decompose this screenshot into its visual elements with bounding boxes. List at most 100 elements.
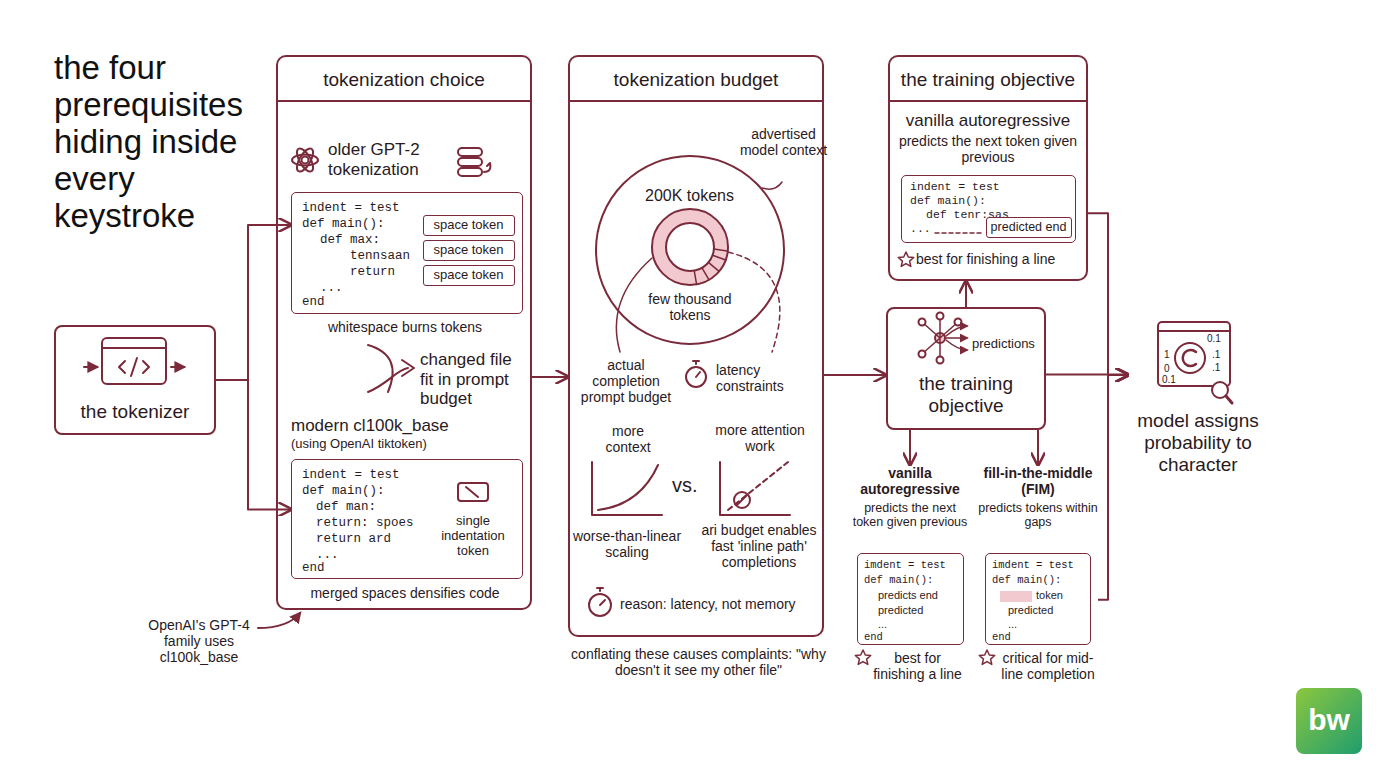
node-text: vanilla autoregressive bbox=[890, 111, 1086, 131]
code-box: indent = testdef main():def tenr:sas...p… bbox=[901, 175, 1076, 243]
openai-logo bbox=[292, 146, 318, 174]
panel: the training objective vanilla autoregres… bbox=[888, 55, 1088, 281]
node-text: the training objective bbox=[892, 373, 1040, 417]
note-label: OpenAI's GPT-4 family uses cl100k_base bbox=[140, 617, 258, 665]
output-node: model assigns probability to character bbox=[1128, 318, 1268, 479]
node-text: indent = test bbox=[302, 201, 400, 215]
prediction-tag: predicted end bbox=[986, 217, 1072, 238]
node-text: space token bbox=[424, 243, 513, 258]
context-ring: 200K tokens few thousand tokens bbox=[595, 155, 785, 345]
node-text: end bbox=[302, 561, 325, 575]
note-label: more context bbox=[588, 423, 668, 455]
note-label: ari budget enables fast 'inline path' co… bbox=[698, 522, 820, 570]
node-text: fill-in-the-middle (FIM) bbox=[978, 465, 1098, 497]
node-text: def max: bbox=[320, 233, 380, 247]
node-text: def man: bbox=[316, 500, 376, 514]
node-text: predicts the next token given previous bbox=[898, 133, 1078, 165]
node-text: ... bbox=[320, 281, 343, 295]
node-text: ... bbox=[1008, 618, 1017, 631]
note-label: more attention work bbox=[710, 422, 810, 454]
node-text: best for finishing a line bbox=[916, 251, 1084, 267]
connector bbox=[824, 374, 886, 376]
note-label: (using OpenAI tiktoken) bbox=[291, 437, 427, 452]
objective-box: predictions the training objective bbox=[886, 307, 1046, 430]
node-text: tokenization choice bbox=[278, 69, 530, 91]
node-text: def main(): bbox=[910, 194, 986, 207]
code-box: indent = test def main(): def man: return: … bbox=[291, 459, 523, 579]
node-text: predicts the next token given previous bbox=[850, 501, 970, 530]
note-label: bw bbox=[1296, 703, 1362, 738]
node-text: return bbox=[350, 265, 395, 279]
node-text: tennsaan bbox=[350, 249, 410, 263]
node-text: ... bbox=[910, 222, 931, 235]
node-text: tokenization budget bbox=[570, 69, 822, 91]
node-text: ... bbox=[878, 618, 887, 631]
node-text: single indentation token bbox=[428, 514, 518, 559]
header-rule bbox=[890, 100, 1086, 102]
node-text: def main(): bbox=[302, 217, 385, 231]
connector bbox=[965, 281, 967, 307]
node-text: space token bbox=[424, 268, 513, 283]
connector bbox=[1098, 375, 1128, 600]
connector bbox=[532, 376, 568, 378]
note-label: merged spaces densifies code bbox=[289, 585, 521, 601]
objective-option: fill-in-the-middle (FIM) predicts tokens … bbox=[978, 465, 1098, 647]
node-text: end bbox=[302, 295, 325, 309]
node-text: end bbox=[864, 631, 883, 643]
connector bbox=[216, 380, 291, 509]
node-text: space token bbox=[424, 218, 513, 233]
connector bbox=[909, 430, 911, 465]
node-text: def main(): bbox=[992, 574, 1061, 586]
note-label: advertised model context bbox=[736, 126, 831, 158]
node-text: token bbox=[1036, 589, 1063, 602]
node-text: ... bbox=[316, 548, 339, 562]
header-rule bbox=[570, 100, 822, 102]
node-text: vanilla autoregressive bbox=[850, 465, 970, 497]
node-text: predictions bbox=[972, 337, 1035, 352]
node-text: imdent = test bbox=[992, 559, 1074, 571]
note-label: critical for mid-line completion bbox=[994, 650, 1102, 682]
header-rule bbox=[278, 100, 530, 102]
node-text: the training objective bbox=[890, 69, 1086, 91]
token-tag: space token bbox=[423, 240, 515, 261]
node-text: predicts end bbox=[878, 589, 938, 602]
node-text: the tokenizer bbox=[56, 401, 214, 423]
code-box: indent = test def main(): def max: tennsaan… bbox=[291, 192, 523, 314]
node-text: predicts tokens within gaps bbox=[978, 501, 1098, 530]
window-icon bbox=[102, 338, 166, 384]
note-label: 1 bbox=[1164, 349, 1170, 361]
node-text: return ard bbox=[316, 532, 391, 546]
note-label: actual completion prompt budget bbox=[572, 357, 680, 405]
note-label: older GPT-2 tokenization bbox=[328, 140, 448, 179]
input-box: the tokenizer bbox=[54, 325, 216, 435]
note-label: 0.1 bbox=[1162, 374, 1176, 386]
logo-tile bbox=[1296, 688, 1362, 754]
note-label: .1 bbox=[1212, 349, 1220, 361]
note-label: vs. bbox=[672, 474, 698, 497]
connector bbox=[216, 225, 291, 380]
note-label: .1 bbox=[1212, 362, 1220, 374]
note-label: best for finishing a line bbox=[870, 650, 965, 682]
note-label: whitespace burns tokens bbox=[289, 319, 521, 335]
token-tag: space token bbox=[423, 215, 515, 236]
node-text: model assigns probability to character bbox=[1128, 410, 1268, 476]
token-tag: space token bbox=[423, 265, 515, 286]
node-text: indent = test bbox=[302, 468, 400, 482]
node-text: predicted end bbox=[987, 220, 1070, 234]
note-label: latency constraints bbox=[716, 362, 816, 394]
note-label: conflating these causes complaints: "why… bbox=[556, 646, 841, 678]
node-text: few thousand tokens bbox=[630, 291, 750, 323]
note-label: reason: latency, not memory bbox=[620, 596, 796, 612]
note-label: 0 bbox=[1164, 363, 1170, 375]
node-text: def main(): bbox=[302, 484, 385, 498]
objective-option: vanilla autoregressive predicts the next … bbox=[850, 465, 970, 647]
node-text: end bbox=[992, 631, 1011, 643]
note-label: worse-than-linear scaling bbox=[570, 528, 684, 560]
connector bbox=[1088, 213, 1128, 375]
node-text: def main(): bbox=[864, 574, 933, 586]
note-label: modern cl100k_base bbox=[291, 416, 449, 436]
node-text: return: spoes bbox=[316, 516, 414, 530]
node-text: predicted bbox=[878, 604, 923, 617]
node-text: 200K tokens bbox=[617, 187, 762, 205]
